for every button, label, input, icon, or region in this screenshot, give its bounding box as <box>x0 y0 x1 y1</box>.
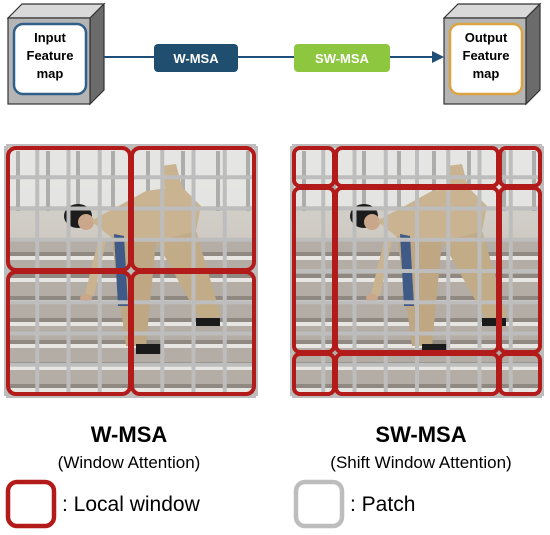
swmsa-block-label: SW-MSA <box>315 51 370 66</box>
input-label-line1: Input <box>34 30 66 45</box>
left-panel-subtitle: (Window Attention) <box>58 453 201 472</box>
right-panel-subtitle: (Shift Window Attention) <box>330 453 511 472</box>
output-label-line1: Output <box>465 30 508 45</box>
left-panel-title: W-MSA <box>91 422 168 447</box>
output-label-line3: map <box>473 66 500 81</box>
local-windows-right <box>292 146 542 396</box>
local-window <box>130 270 256 396</box>
input-label-line2: Feature <box>27 48 74 63</box>
output-label-line2: Feature <box>463 48 510 63</box>
local-windows-left <box>6 146 256 396</box>
wmsa-panel <box>4 144 258 398</box>
swmsa-block: SW-MSA <box>294 44 390 72</box>
legend-patch-swatch <box>293 479 345 529</box>
wmsa-block: W-MSA <box>154 44 238 72</box>
legend-local-window-label: : Local window <box>62 493 201 516</box>
legend-local-window-swatch <box>5 479 57 529</box>
legend: : Local window : Patch <box>5 479 415 529</box>
input-label-line3: map <box>37 66 64 81</box>
input-feature-map-box: Input Feature map <box>6 2 106 106</box>
swmsa-panel <box>290 144 544 398</box>
output-feature-map-box: Output Feature map <box>442 2 542 106</box>
legend-patch-label: : Patch <box>350 493 415 516</box>
local-window <box>498 352 542 396</box>
wmsa-block-label: W-MSA <box>173 51 219 66</box>
right-panel-title: SW-MSA <box>375 422 466 447</box>
